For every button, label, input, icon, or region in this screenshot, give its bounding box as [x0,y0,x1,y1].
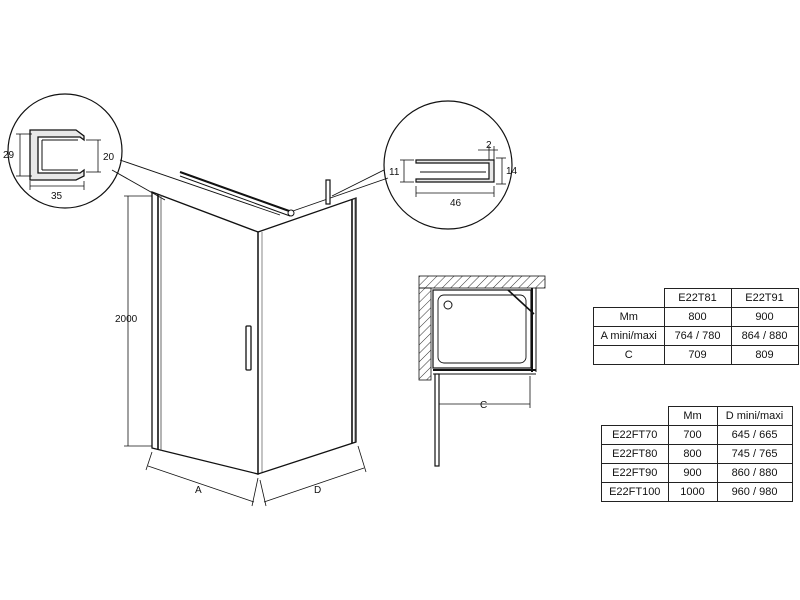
table-cell: E22FT90 [601,463,669,483]
dim-label-d: D [314,485,321,496]
table-cell: 809 [730,345,799,365]
table-header-row: E22T81 E22T91 [593,288,799,308]
table-cell: 709 [663,345,732,365]
table-cell: 645 / 665 [716,425,793,445]
dim-tick [357,445,367,473]
top-stabilizer-bar [179,171,293,213]
dim-label-20: 20 [103,152,115,163]
table-cell: 960 / 980 [716,482,793,502]
leader-line [331,169,385,197]
dim-tick [145,451,153,471]
table-cell: E22FT100 [601,482,669,502]
plan-view: C [418,275,546,467]
depth-dimension-d: D [259,445,367,507]
table-cell: 800 [663,307,732,327]
detail-circle-right [383,100,513,230]
table-header-cell: D mini/maxi [716,406,793,426]
wall-top [418,275,546,289]
door-handle [245,325,252,371]
dim-line [147,465,255,503]
detail-circle-left [7,93,123,209]
shower-enclosure-perspective [151,171,357,475]
table-cell: 1000 [667,482,718,502]
profile-shape-left [29,129,85,181]
dim-tick [251,477,259,507]
dim-tick [259,479,267,507]
table-cell: E22FT70 [601,425,669,445]
dim-label-46: 46 [450,198,462,209]
width-dimension-a: A [145,451,259,507]
wall-left [418,287,432,381]
plan-door-panel [434,373,440,467]
top-stabilizer-bar [179,175,291,217]
profile-detail-left: 29 20 35 [3,93,123,209]
side-glass-panel [257,197,357,475]
profile-shape-right [415,159,495,183]
dim-label-c: C [480,400,487,411]
dim-label-29: 29 [3,150,15,161]
table-cell: 764 / 780 [663,326,732,346]
dim-label-14: 14 [506,166,518,177]
table-cell: 900 [730,307,799,327]
height-dimension: 2000 [115,195,152,447]
table-cell: 900 [667,463,718,483]
table-row: A mini/maxi 764 / 780 864 / 880 [593,326,799,346]
table-cell: E22FT80 [601,444,669,464]
profile-detail-right: 2 11 14 46 [383,100,518,230]
wall-bracket [325,179,331,205]
dim-label-11: 11 [389,167,400,178]
bar-bracket [287,209,295,217]
table-row: Mm 800 900 [593,307,799,327]
table-header-cell: Mm [667,406,718,426]
dim-label-2: 2 [486,140,492,151]
table-row: E22FT70 700 645 / 665 [601,425,793,445]
table-cell: 700 [667,425,718,445]
table-cell: 745 / 765 [716,444,793,464]
table-cell: 800 [667,444,718,464]
table-row: E22FT100 1000 960 / 980 [601,482,793,502]
plan-stabilizer-bar [507,289,535,315]
drain-icon [443,300,453,310]
shower-tray-inner [437,294,527,364]
leader-line [289,177,389,213]
dim-label-height: 2000 [115,314,138,325]
table-header-cell: E22T81 [663,288,732,308]
leader-line [111,169,166,201]
dim-label-a: A [195,485,202,496]
table-cell: 864 / 880 [730,326,799,346]
table-header-cell: E22T91 [730,288,799,308]
front-glass-panel [151,191,259,475]
table-cell: Mm [593,307,665,327]
table-cell: C [593,345,665,365]
table-cell: A mini/maxi [593,326,665,346]
table-header-row: Mm D mini/maxi [601,406,793,426]
table-row: E22FT80 800 745 / 765 [601,444,793,464]
dim-line [263,467,365,503]
leader-line [119,159,281,216]
table-cell: 860 / 880 [716,463,793,483]
table-row: C 709 809 [593,345,799,365]
table-header-cell [593,288,665,308]
model-dimensions-table: E22T81 E22T91 Mm 800 900 A mini/maxi 764… [593,288,799,365]
dim-label-35: 35 [51,191,63,202]
table-header-cell [601,406,669,426]
table-row: E22FT90 900 860 / 880 [601,463,793,483]
side-panel-dimensions-table: Mm D mini/maxi E22FT70 700 645 / 665 E22… [601,406,793,502]
